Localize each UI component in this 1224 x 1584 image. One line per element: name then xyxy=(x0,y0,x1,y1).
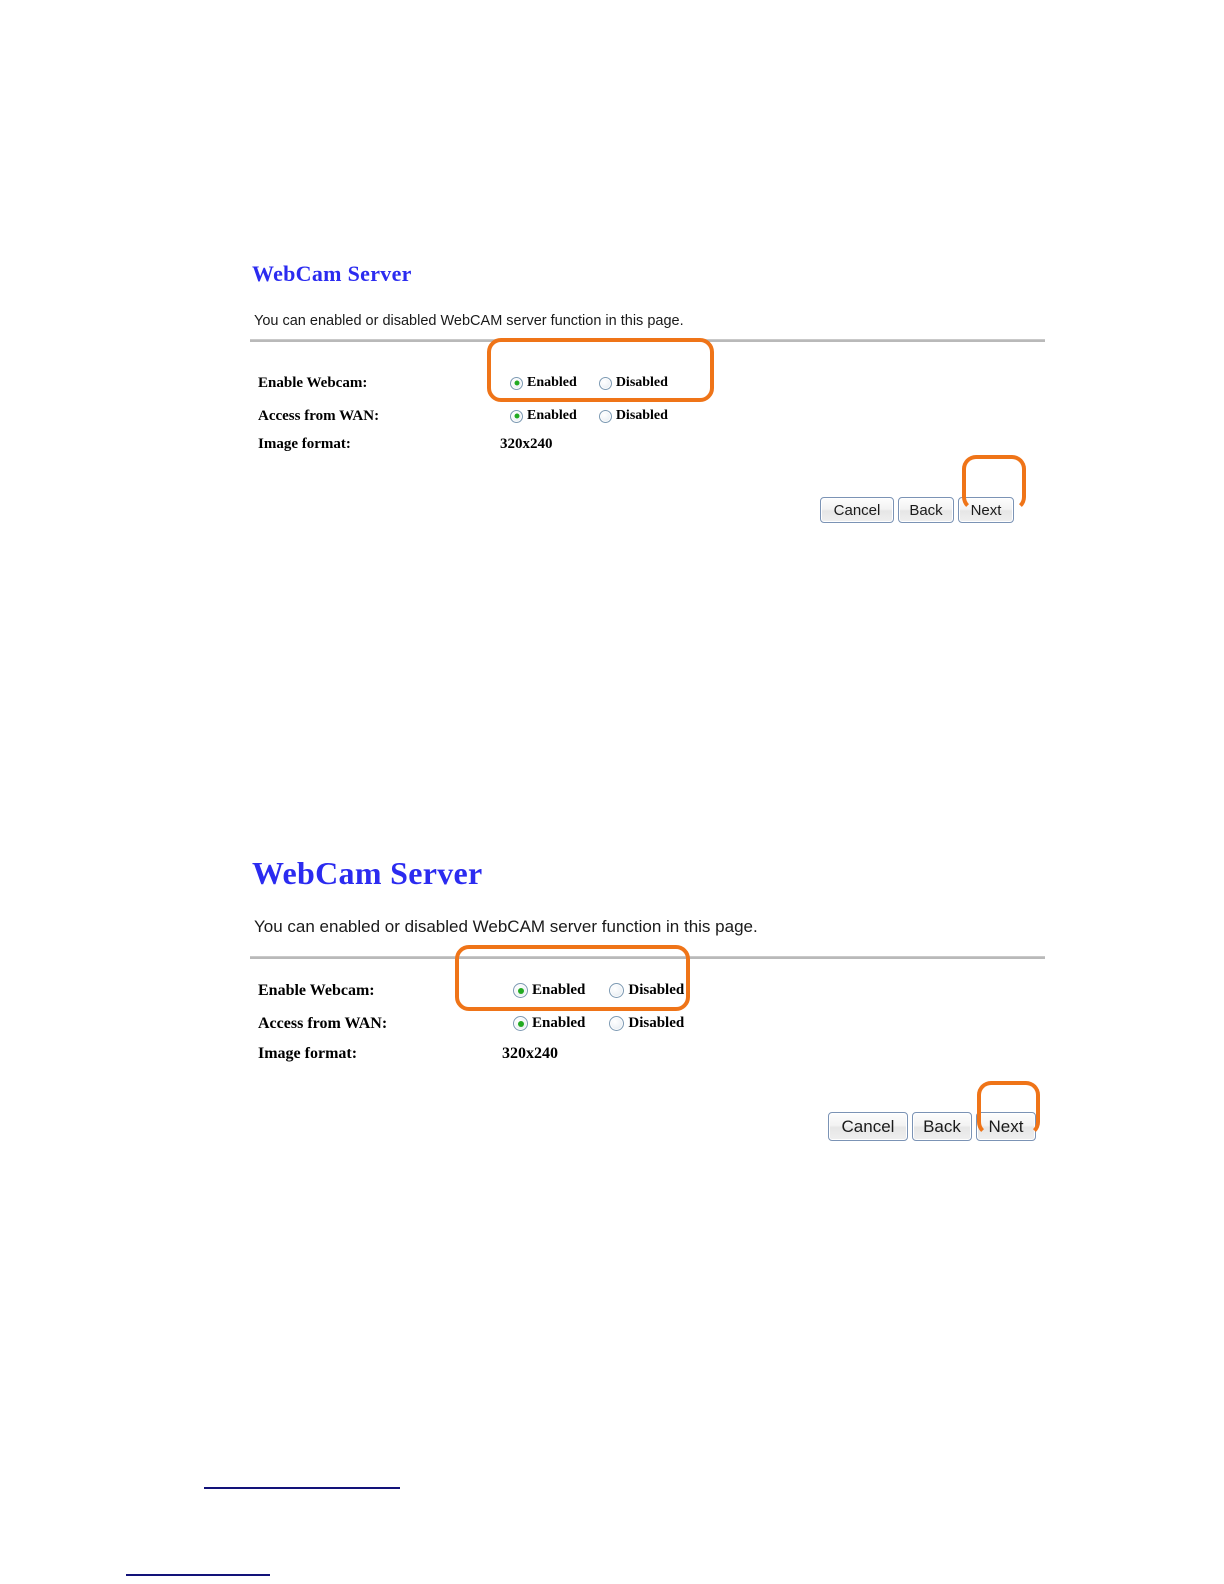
radio-selected-icon[interactable] xyxy=(513,983,528,998)
back-button[interactable]: Back xyxy=(912,1112,972,1141)
radio-label: Disabled xyxy=(628,1015,685,1031)
radio-label: Enabled xyxy=(532,1015,586,1031)
radio-label: Enabled xyxy=(527,375,577,390)
access-from-wan-option-enabled[interactable]: Enabled xyxy=(513,1015,585,1032)
enable-webcam-option-enabled[interactable]: Enabled xyxy=(510,375,577,391)
radio-unselected-icon[interactable] xyxy=(598,376,612,390)
next-button[interactable]: Next xyxy=(976,1112,1036,1141)
cancel-button[interactable]: Cancel xyxy=(820,497,894,523)
radio-unselected-icon[interactable] xyxy=(598,409,612,423)
webcam-server-screenshot-top: WebCam Server You can enabled or disable… xyxy=(0,0,1224,700)
radio-selected-icon[interactable] xyxy=(513,1016,528,1031)
access-from-wan-label: Access from WAN: xyxy=(258,1015,388,1032)
access-from-wan-radio-group[interactable]: Enabled Disabled xyxy=(513,1015,684,1032)
page-description: You can enabled or disabled WebCAM serve… xyxy=(254,313,684,329)
radio-unselected-icon[interactable] xyxy=(609,983,625,998)
radio-selected-icon[interactable] xyxy=(510,409,523,423)
enable-webcam-radio-group[interactable]: Enabled Disabled xyxy=(510,375,668,391)
radio-label: Enabled xyxy=(527,408,577,423)
next-button-highlight-annotation xyxy=(962,455,1026,511)
enable-webcam-option-disabled[interactable]: Disabled xyxy=(598,375,668,391)
radio-label: Disabled xyxy=(615,408,668,423)
access-from-wan-radio-group[interactable]: Enabled Disabled xyxy=(510,408,668,424)
image-format-label: Image format: xyxy=(258,1045,358,1062)
enable-webcam-radio-group[interactable]: Enabled Disabled xyxy=(513,982,684,999)
image-format-label: Image format: xyxy=(258,436,351,452)
image-format-value: 320x240 xyxy=(502,1045,558,1062)
radio-label: Disabled xyxy=(628,982,685,998)
enable-webcam-label: Enable Webcam: xyxy=(258,982,375,999)
page-title: WebCam Server xyxy=(252,855,483,891)
footnote-rule-upper xyxy=(204,1487,400,1489)
access-from-wan-label: Access from WAN: xyxy=(258,408,380,424)
enable-webcam-option-disabled[interactable]: Disabled xyxy=(609,982,684,999)
cancel-button[interactable]: Cancel xyxy=(828,1112,908,1141)
enable-webcam-label: Enable Webcam: xyxy=(258,375,368,391)
access-from-wan-option-disabled[interactable]: Disabled xyxy=(609,1015,684,1032)
enable-webcam-option-enabled[interactable]: Enabled xyxy=(513,982,585,999)
webcam-server-screenshot-bottom: WebCam Server You can enabled or disable… xyxy=(0,0,1224,1250)
page-description: You can enabled or disabled WebCAM serve… xyxy=(254,917,758,936)
footnote-rule-lower xyxy=(126,1574,270,1576)
form-button-row: Cancel Back Next xyxy=(828,1112,1036,1141)
enable-webcam-radio-highlight-annotation xyxy=(455,945,690,1011)
enable-webcam-radio-highlight-annotation xyxy=(487,338,714,402)
radio-label: Disabled xyxy=(615,375,668,390)
radio-unselected-icon[interactable] xyxy=(609,1016,625,1031)
header-divider xyxy=(250,956,1045,959)
page-title: WebCam Server xyxy=(252,261,412,286)
form-button-row: Cancel Back Next xyxy=(820,497,1014,523)
back-button[interactable]: Back xyxy=(898,497,954,523)
next-button-highlight-annotation xyxy=(977,1081,1040,1136)
access-from-wan-option-disabled[interactable]: Disabled xyxy=(598,408,668,424)
image-format-value: 320x240 xyxy=(500,436,553,452)
radio-selected-icon[interactable] xyxy=(510,376,523,390)
access-from-wan-option-enabled[interactable]: Enabled xyxy=(510,408,577,424)
radio-label: Enabled xyxy=(532,982,586,998)
